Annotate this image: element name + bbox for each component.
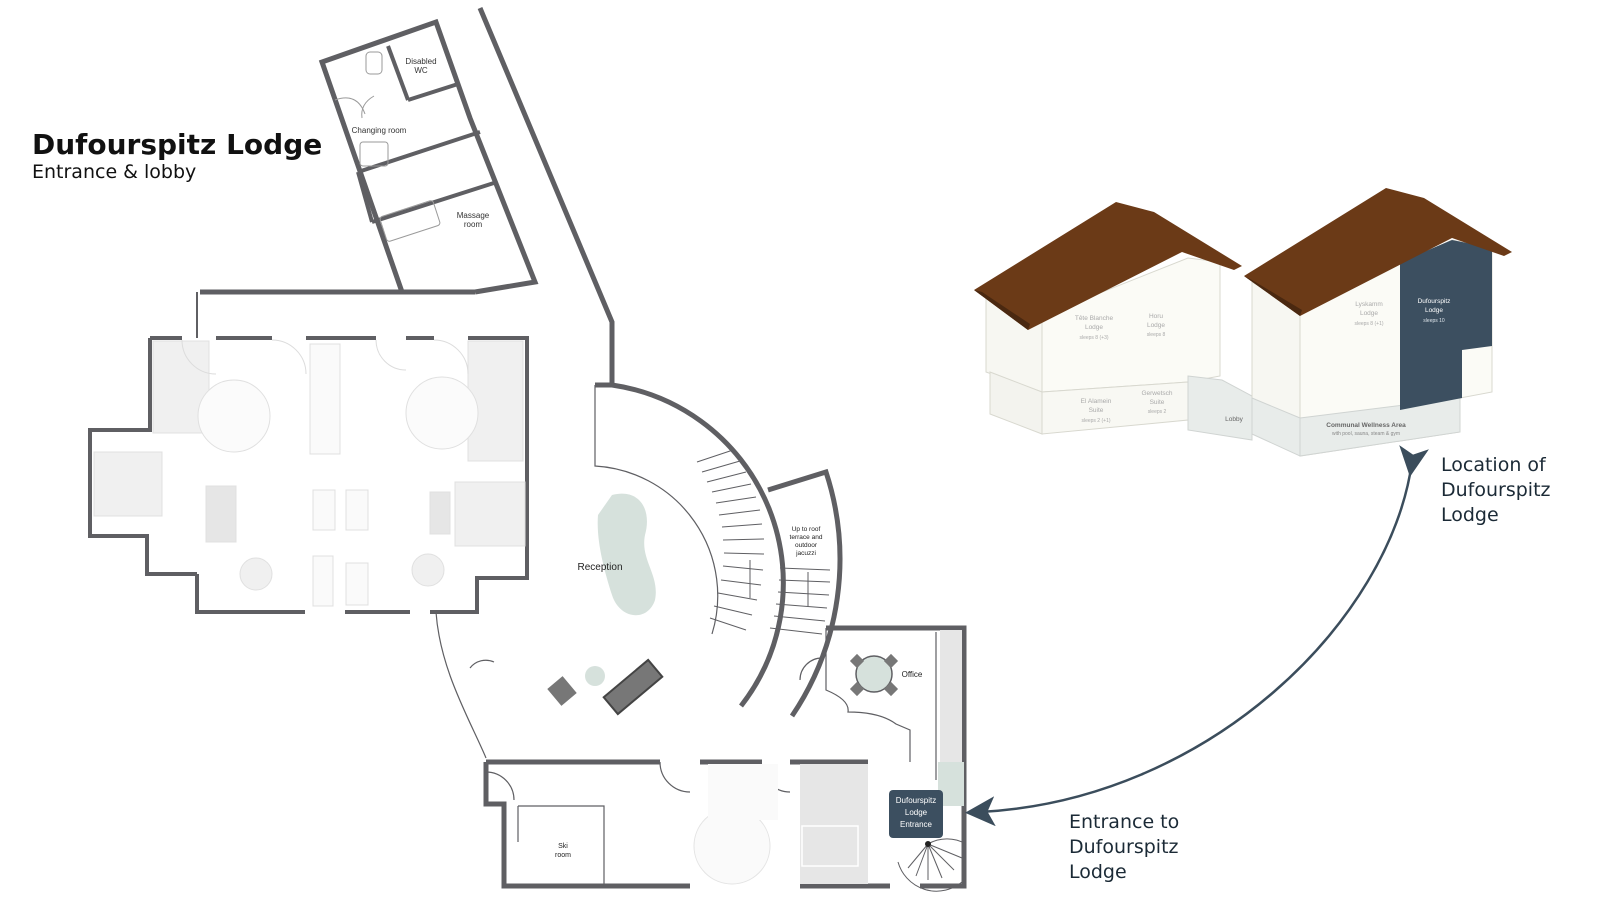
reception-furniture [547, 493, 664, 716]
stairs-label-1: Up to roof [792, 526, 821, 533]
unit-2-name-2: Lodge [1147, 322, 1165, 329]
unit-1-name: Tête Blanche [1075, 315, 1114, 322]
reception-walls [595, 382, 843, 718]
wellness-sub-label: with pool, sauna, steam & gym [1332, 431, 1400, 437]
office-label: Office [902, 670, 923, 679]
unit-1-name-2: Lodge [1085, 324, 1103, 331]
disabled-wc-label: Disabled [405, 57, 436, 66]
unit-2-sleeps: sleeps 8 [1147, 332, 1166, 338]
stairs-label-3: outdoor [795, 542, 818, 549]
stairs-label-4: jacuzzi [795, 550, 816, 557]
west-wing-doors [181, 339, 469, 375]
unit-1-sleeps: sleeps 8 (+3) [1079, 335, 1108, 341]
entrance-callout: Entrance to Dufourspitz Lodge [1069, 811, 1180, 883]
ski-room-label-2: room [555, 852, 571, 859]
entrance-badge-line-2: Lodge [905, 808, 928, 817]
stairs [696, 449, 831, 635]
spa-fixtures [334, 51, 441, 242]
unit-4-name: Gerwetsch [1141, 390, 1172, 397]
location-callout: Location of Dufourspitz Lodge [1441, 454, 1551, 526]
page-title: Dufourspitz Lodge [32, 128, 323, 161]
changing-room-label: Changing room [352, 126, 407, 135]
unit-6-name-2: Lodge [1425, 307, 1443, 314]
south-block-walls [483, 625, 967, 889]
connector-arrow [965, 445, 1429, 827]
entrance-badge-line-1: Dufourspitz [896, 796, 936, 805]
spa-labels: Disabled WC Changing room Massage room [352, 57, 490, 229]
massage-room-label: Massage [457, 211, 490, 220]
unit-6-name: Dufourspitz [1418, 298, 1451, 305]
reception-label: Reception [577, 562, 622, 573]
unit-5-sleeps: sleeps 8 (+1) [1354, 321, 1383, 327]
lobby-label: Lobby [1225, 416, 1243, 423]
page-subtitle: Entrance & lobby [32, 161, 197, 183]
unit-5-name: Lyskamm [1355, 301, 1383, 308]
stairs-label-2: terrace and [790, 534, 823, 541]
entrance-badge-line-3: Entrance [900, 820, 933, 829]
unit-6-sleeps: sleeps 10 [1423, 318, 1445, 324]
ski-room-label: Ski [558, 843, 568, 850]
reception-labels: Reception Up to roof terrace and outdoor… [577, 526, 822, 573]
entrance-badge: Dufourspitz Lodge Entrance [889, 790, 943, 838]
disabled-wc-label-2: WC [414, 66, 428, 75]
unit-2-name: Horu [1149, 313, 1163, 320]
spa-partitions [356, 45, 498, 224]
unit-3-name-2: Suite [1089, 407, 1104, 414]
unit-3-sleeps: sleeps 2 (+1) [1081, 418, 1110, 424]
unit-5-name-2: Lodge [1360, 310, 1378, 317]
wellness-label: Communal Wellness Area [1326, 422, 1406, 429]
south-block-labels: Office Ski room [555, 670, 923, 859]
unit-4-sleeps: sleeps 2 [1148, 409, 1167, 415]
reception-inner [435, 385, 719, 759]
unit-4-name-2: Suite [1150, 399, 1165, 406]
south-block-fixtures [693, 630, 967, 892]
massage-room-label-2: room [464, 220, 483, 229]
building-illustration: Tête Blanche Lodge sleeps 8 (+3) Horu Lo… [974, 188, 1512, 457]
west-wing-furniture [93, 340, 526, 607]
west-wing-walls [88, 292, 529, 614]
unit-3-name: El Alamein [1081, 398, 1112, 405]
